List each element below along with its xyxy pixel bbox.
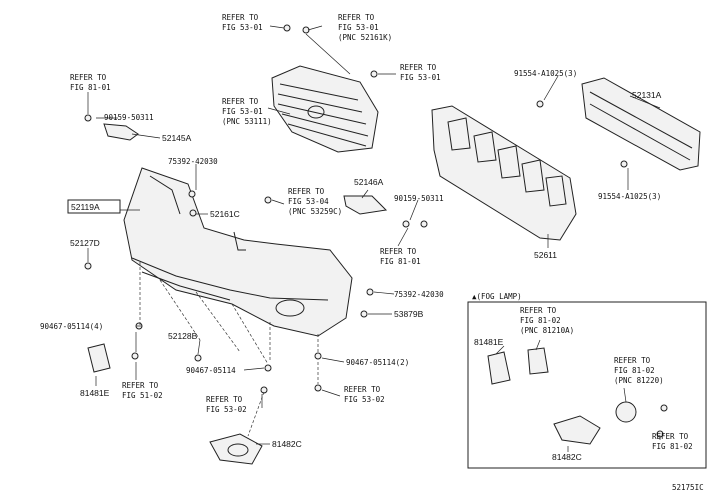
inset-fog-lamp-unit bbox=[615, 401, 637, 423]
fog-lamp-81481E bbox=[87, 343, 111, 373]
ref-13-line-2: FIG 81-02 bbox=[652, 442, 693, 451]
ref-3-line-2: FIG 53-01 bbox=[400, 73, 441, 82]
ref-13-line-1: REFER TO bbox=[652, 432, 689, 441]
part-81482C-b[interactable]: 81482C bbox=[552, 452, 582, 462]
ref-10-line-1: REFER TO bbox=[344, 385, 381, 394]
inset-fog-lamp-cover bbox=[553, 415, 601, 445]
ref-11-line-1: REFER TO bbox=[520, 306, 557, 315]
part-90159-50311-b[interactable]: 90159-50311 bbox=[394, 194, 444, 203]
highlight-box-52119A bbox=[67, 199, 121, 214]
ref-5-line-1: REFER TO bbox=[70, 73, 107, 82]
part-81482C-a[interactable]: 81482C bbox=[272, 439, 302, 449]
assembly-dashed-lines bbox=[139, 262, 319, 437]
ref-1-line-2: FIG 53-01 bbox=[222, 23, 263, 32]
part-90467-05114-2[interactable]: 90467-05114(2) bbox=[346, 358, 409, 367]
part-52131A[interactable]: 52131A bbox=[632, 90, 662, 100]
ref-4-line-1: REFER TO bbox=[222, 97, 259, 106]
ref-12-line-2: FIG 81-02 bbox=[614, 366, 655, 375]
part-52611[interactable]: 52611 bbox=[534, 250, 557, 260]
ref-12-line-3: (PNC 81220) bbox=[614, 376, 664, 385]
part-91554-A1025-a[interactable]: 91554-A1025(3) bbox=[514, 69, 577, 78]
part-53879B[interactable]: 53879B bbox=[394, 309, 424, 319]
energy-absorber bbox=[431, 105, 577, 241]
part-75392-42030-a[interactable]: 75392-42030 bbox=[168, 157, 218, 166]
ref-8-line-2: FIG 51-02 bbox=[122, 391, 163, 400]
fog-lamp-inset: ▲(FOG LAMP) REFER TO FIG 81-02 (PNC 8121… bbox=[467, 292, 707, 469]
bumper-reinforcement bbox=[581, 77, 701, 171]
part-52119A[interactable]: 52119A bbox=[71, 202, 100, 212]
ref-11-line-3: (PNC 81210A) bbox=[520, 326, 574, 335]
part-52145A[interactable]: 52145A bbox=[162, 133, 192, 143]
ref-2-line-3: (PNC 52161K) bbox=[338, 33, 392, 42]
ref-5-line-2: FIG 81-01 bbox=[70, 83, 111, 92]
fasteners bbox=[84, 24, 628, 394]
part-75392-42030-b[interactable]: 75392-42030 bbox=[394, 290, 444, 299]
inset-fog-lamp-bracket bbox=[527, 347, 549, 375]
inset-screw-a bbox=[660, 404, 668, 412]
ref-8-line-1: REFER TO bbox=[122, 381, 159, 390]
ref-4-line-2: FIG 53-01 bbox=[222, 107, 263, 116]
ref-2-line-2: FIG 53-01 bbox=[338, 23, 379, 32]
ref-2-line-1: REFER TO bbox=[338, 13, 375, 22]
part-52128B[interactable]: 52128B bbox=[168, 331, 198, 341]
part-81481E-a[interactable]: 81481E bbox=[80, 388, 110, 398]
ref-4-line-3: (PNC 53111) bbox=[222, 117, 272, 126]
leader-lines bbox=[87, 25, 661, 445]
inset-title: ▲(FOG LAMP) bbox=[472, 292, 522, 301]
ref-7-line-2: FIG 81-01 bbox=[380, 257, 421, 266]
ref-6-line-2: FIG 53-04 bbox=[288, 197, 329, 206]
ref-11-line-2: FIG 81-02 bbox=[520, 316, 561, 325]
ref-6-line-1: REFER TO bbox=[288, 187, 325, 196]
part-91554-A1025-b[interactable]: 91554-A1025(3) bbox=[598, 192, 661, 201]
part-52146A[interactable]: 52146A bbox=[354, 177, 384, 187]
ref-3-line-1: REFER TO bbox=[400, 63, 437, 72]
ref-12-line-1: REFER TO bbox=[614, 356, 651, 365]
part-90467-05114-4[interactable]: 90467-05114(4) bbox=[40, 322, 103, 331]
fog-lamp-cover-81482C bbox=[209, 433, 263, 465]
inset-fog-lamp-81481E bbox=[487, 351, 511, 385]
part-90159-50311-a[interactable]: 90159-50311 bbox=[104, 113, 154, 122]
ref-9-line-2: FIG 53-02 bbox=[206, 405, 247, 414]
bracket-52146A bbox=[343, 195, 388, 215]
bracket-52145A bbox=[103, 123, 139, 141]
part-52161C[interactable]: 52161C bbox=[210, 209, 240, 219]
part-52127D[interactable]: 52127D bbox=[70, 238, 100, 248]
part-81481E-b[interactable]: 81481E bbox=[474, 337, 504, 347]
bumper-cover bbox=[123, 167, 353, 337]
ref-7-line-1: REFER TO bbox=[380, 247, 417, 256]
radiator-grille bbox=[271, 65, 379, 153]
part-90467-05114[interactable]: 90467-05114 bbox=[186, 366, 236, 375]
figure-code: 52175IC bbox=[672, 483, 704, 492]
ref-9-line-1: REFER TO bbox=[206, 395, 243, 404]
ref-1-line-1: REFER TO bbox=[222, 13, 259, 22]
ref-10-line-2: FIG 53-02 bbox=[344, 395, 385, 404]
ref-6-line-3: (PNC 53259C) bbox=[288, 207, 342, 216]
